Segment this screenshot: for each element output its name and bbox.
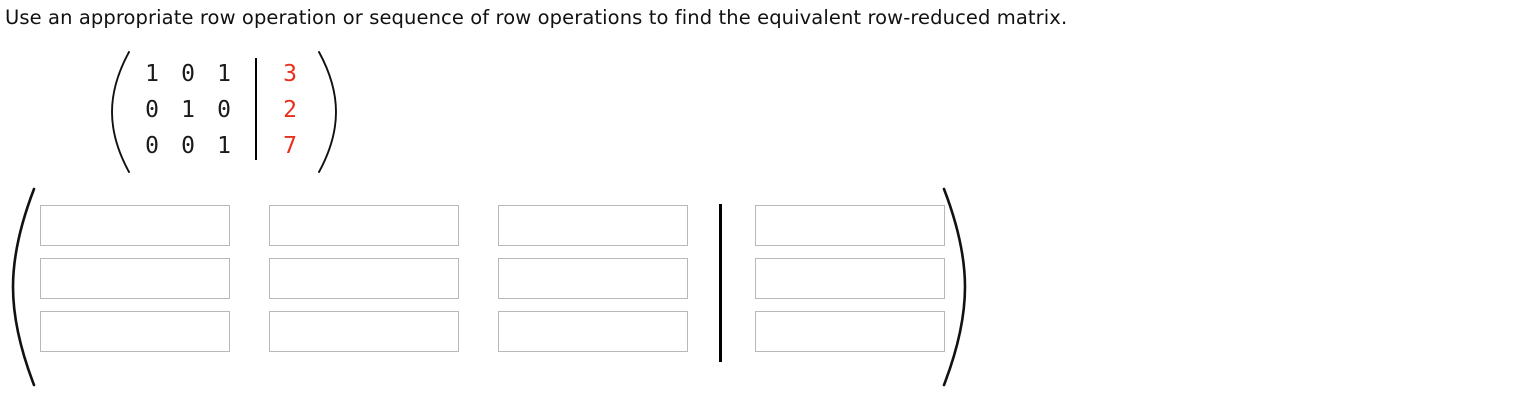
given-divider-gap-r2 <box>242 92 272 128</box>
answer-matrix <box>8 186 968 388</box>
left-parenthesis-icon <box>11 187 36 387</box>
divider-gap-right <box>725 258 755 299</box>
answer-input-r3c1[interactable] <box>40 311 230 352</box>
divider-gap-left <box>688 205 722 246</box>
row-gap <box>230 246 269 258</box>
row-gap <box>40 246 230 258</box>
given-matrix-augment-divider <box>255 58 257 160</box>
row-gap <box>688 246 722 258</box>
row-gap <box>269 299 459 311</box>
row-gap <box>755 299 945 311</box>
given-cell-r1c4: 3 <box>283 60 297 87</box>
column-gap <box>230 205 269 246</box>
divider-gap-right <box>725 205 755 246</box>
left-parenthesis-icon <box>111 51 130 173</box>
divider-gap-right <box>725 311 755 352</box>
divider-gap-left <box>688 311 722 352</box>
row-gap <box>498 299 688 311</box>
given-divider-gap-r3 <box>242 128 272 164</box>
given-matrix: 1 0 1 3 0 1 0 2 0 0 1 7 <box>108 50 340 174</box>
given-cell-r1c1: 1 <box>145 60 159 87</box>
column-gap <box>459 311 498 352</box>
answer-matrix-augment-divider <box>719 204 722 362</box>
answer-input-r3c4[interactable] <box>755 311 945 352</box>
answer-input-r2c3[interactable] <box>498 258 688 299</box>
given-cell-r3c1: 0 <box>145 132 159 159</box>
given-cell-r2c3: 0 <box>217 96 231 123</box>
given-cell-r1c2: 0 <box>181 60 195 87</box>
given-cell-r1c3: 1 <box>217 60 231 87</box>
answer-matrix-grid <box>40 205 945 352</box>
row-gap <box>459 299 498 311</box>
divider-gap-left <box>688 258 722 299</box>
given-matrix-grid: 1 0 1 3 0 1 0 2 0 0 1 7 <box>134 56 308 164</box>
given-cell-r3c2: 0 <box>181 132 195 159</box>
answer-input-r2c1[interactable] <box>40 258 230 299</box>
row-gap <box>688 299 722 311</box>
given-cell-r3c3: 1 <box>217 132 231 159</box>
answer-input-r1c3[interactable] <box>498 205 688 246</box>
answer-input-r1c4[interactable] <box>755 205 945 246</box>
row-gap <box>40 299 230 311</box>
row-gap <box>725 246 755 258</box>
given-cell-r2c2: 1 <box>181 96 195 123</box>
given-cell-r2c4: 2 <box>283 96 297 123</box>
answer-input-r3c3[interactable] <box>498 311 688 352</box>
column-gap <box>459 205 498 246</box>
given-cell-r2c1: 0 <box>145 96 159 123</box>
answer-input-r1c2[interactable] <box>269 205 459 246</box>
row-gap <box>498 246 688 258</box>
given-cell-r3c4: 7 <box>283 132 297 159</box>
row-gap <box>459 246 498 258</box>
row-gap <box>230 299 269 311</box>
column-gap <box>230 258 269 299</box>
column-gap <box>230 311 269 352</box>
prompt-text: Use an appropriate row operation or sequ… <box>5 6 1068 29</box>
answer-input-r1c1[interactable] <box>40 205 230 246</box>
right-parenthesis-icon <box>318 51 337 173</box>
row-gap <box>269 246 459 258</box>
row-gap <box>755 246 945 258</box>
answer-input-r2c4[interactable] <box>755 258 945 299</box>
answer-input-r2c2[interactable] <box>269 258 459 299</box>
column-gap <box>459 258 498 299</box>
answer-input-r3c2[interactable] <box>269 311 459 352</box>
row-gap <box>725 299 755 311</box>
given-divider-gap-r1 <box>242 56 272 92</box>
